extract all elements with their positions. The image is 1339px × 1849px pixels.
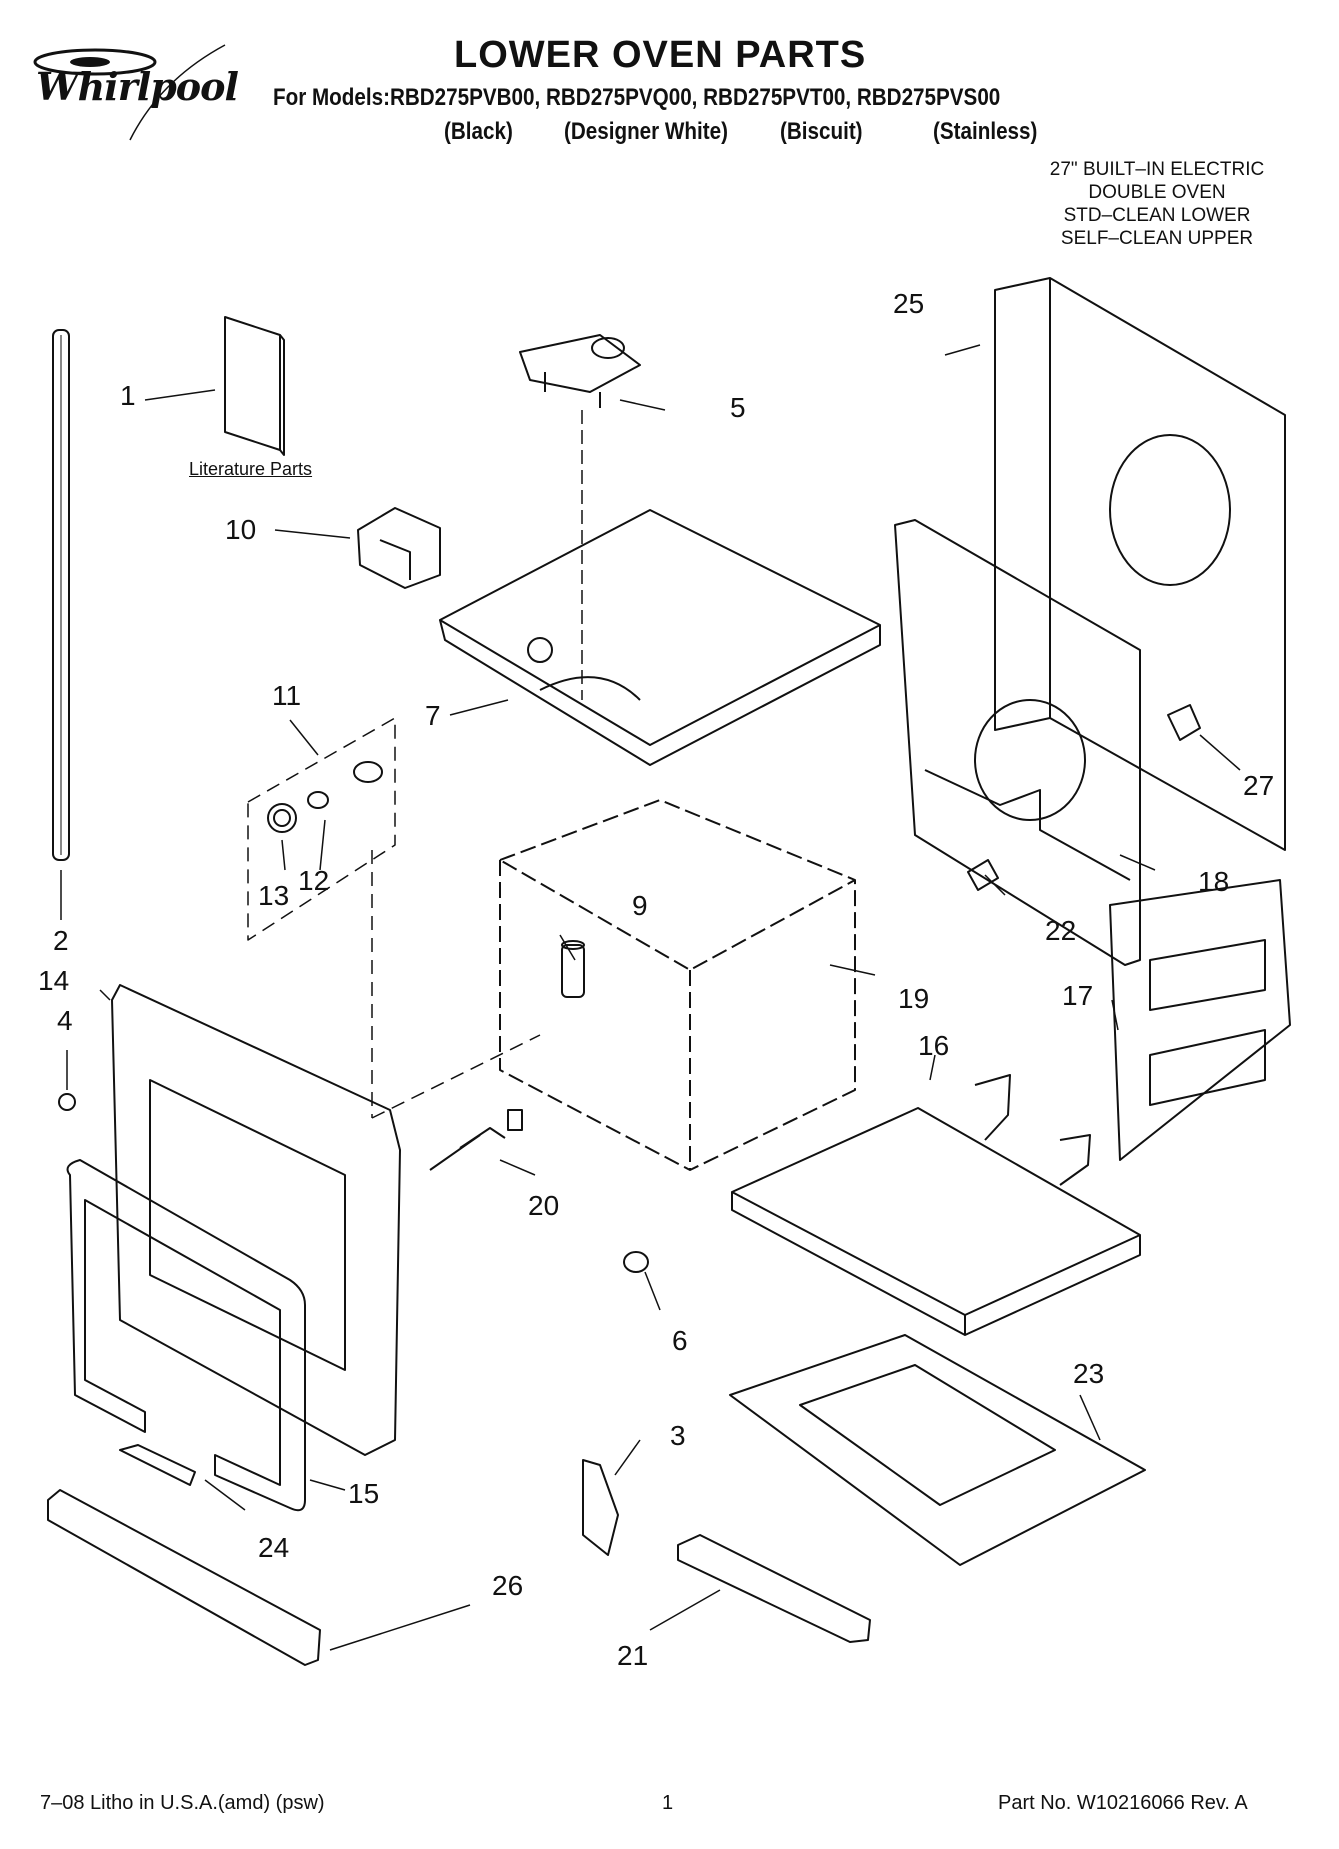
part-22-bracket [967, 859, 999, 891]
callout-6: 6 [672, 1325, 688, 1356]
part-3-bracket [582, 1459, 619, 1556]
finish-stainless: (Stainless) [933, 118, 1038, 145]
description-line: STD–CLEAN LOWER [1063, 205, 1251, 226]
leader-lines [60, 344, 1241, 1651]
callout-15: 15 [348, 1478, 380, 1509]
litho-info: 7–08 Litho in U.S.A.(amd) (psw) [40, 1792, 325, 1814]
callout-25: 25 [893, 288, 925, 319]
callout-17: 17 [1062, 980, 1094, 1011]
part-6-plug [623, 1251, 649, 1273]
callout-24: 24 [258, 1532, 290, 1563]
callout-10: 10 [225, 514, 257, 545]
part-25-rear-panel [994, 277, 1286, 851]
part-10-bracket [357, 507, 441, 589]
part-number: Part No. W10216066 Rev. A [998, 1792, 1248, 1814]
part-1-literature [224, 316, 285, 456]
callout-11: 11 [272, 680, 302, 711]
finish-designer-white: (Designer White) [564, 118, 728, 145]
page-title: LOWER OVEN PARTS [454, 34, 867, 76]
part-14-front-frame [111, 984, 401, 1456]
part-19-oven-cavity [499, 799, 856, 1171]
callout-22: 22 [1045, 915, 1077, 946]
part-26-toe-plate [47, 1489, 321, 1666]
part-15-gasket [66, 1159, 306, 1512]
description-line: DOUBLE OVEN [1088, 182, 1226, 203]
part-2-trim-strip [52, 329, 70, 861]
part-17-side-panel [1109, 879, 1291, 1161]
callout-27: 27 [1243, 770, 1275, 801]
callout-12: 12 [298, 865, 330, 896]
callout-7: 7 [425, 700, 441, 731]
callout-16: 16 [918, 1030, 950, 1061]
description-line: SELF–CLEAN UPPER [1060, 228, 1254, 249]
part-4-screw [58, 1093, 76, 1111]
product-description: 27" BUILT–IN ELECTRIC DOUBLE OVEN STD–CL… [1027, 158, 1287, 250]
part-24-clip [119, 1444, 196, 1486]
callout-26: 26 [492, 1570, 524, 1601]
part-21-rail [677, 1534, 871, 1643]
callout-2: 2 [53, 925, 69, 956]
part-7-top-panel [439, 509, 881, 766]
callout-4: 4 [57, 1005, 73, 1036]
part-5-control-component [519, 334, 641, 408]
part-16-bottom-cover [731, 1074, 1141, 1336]
callout-23: 23 [1073, 1358, 1105, 1389]
finish-biscuit: (Biscuit) [780, 118, 863, 145]
description-line: 27" BUILT–IN ELECTRIC [1049, 159, 1265, 180]
part-27-clip [1167, 704, 1201, 741]
callout-19: 19 [898, 983, 930, 1014]
callout-14: 14 [38, 965, 70, 996]
callout-3: 3 [670, 1420, 686, 1451]
part-9-component [561, 940, 585, 998]
finish-black: (Black) [444, 118, 513, 145]
part-20-sensor [429, 1109, 523, 1171]
literature-parts-label: Literature Parts [189, 459, 313, 479]
brand-swoosh [33, 44, 226, 141]
part-11-knob-group [247, 717, 396, 941]
callout-9: 9 [632, 890, 648, 921]
callout-13: 13 [258, 880, 290, 911]
callout-20: 20 [528, 1190, 560, 1221]
model-list: For Models:RBD275PVB00, RBD275PVQ00, RBD… [273, 84, 1001, 111]
callout-21: 21 [617, 1640, 649, 1671]
callout-5: 5 [730, 392, 746, 423]
callout-18: 18 [1198, 866, 1230, 897]
part-18-back-panel [894, 519, 1141, 966]
part-23-bottom-tray [729, 1334, 1146, 1566]
page-number: 1 [662, 1792, 674, 1814]
callout-1: 1 [120, 380, 136, 411]
